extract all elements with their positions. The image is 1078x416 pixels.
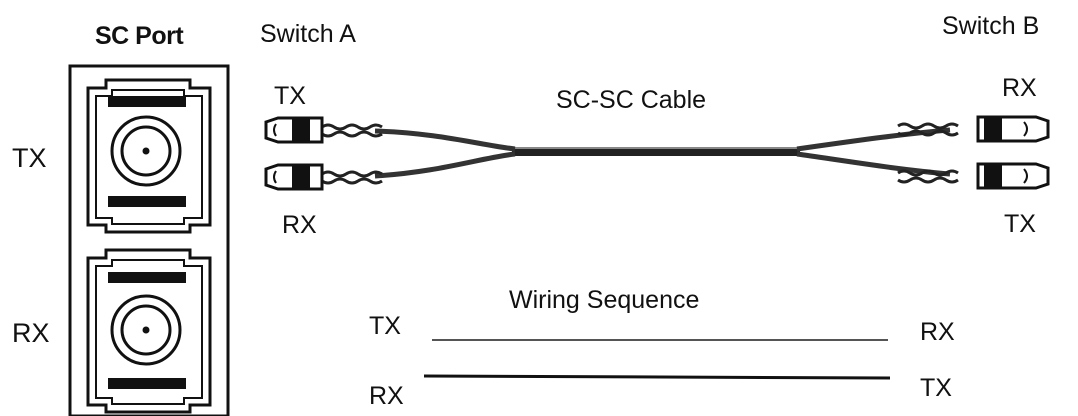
wiring-sequence-title: Wiring Sequence (509, 286, 700, 314)
wiring-line-rx-tx (423, 374, 891, 380)
sc-port-housing (68, 64, 230, 416)
sc-port-tx-label: TX (12, 143, 47, 173)
sc-port-rx-ferrule (108, 272, 186, 389)
switch-b-tx-label: TX (1004, 210, 1036, 238)
switch-b-rx-label: RX (1002, 74, 1037, 102)
switch-a-tx-label: TX (274, 82, 306, 110)
switch-a-rx-label: RX (282, 211, 317, 239)
sc-port-tx-ferrule (108, 96, 186, 207)
switch-a-title: Switch A (260, 20, 356, 48)
switch-b-title: Switch B (942, 12, 1040, 40)
sc-sc-cable (321, 122, 959, 185)
cable-label: SC-SC Cable (556, 86, 707, 114)
sc-port-rx-label: RX (12, 318, 50, 348)
wiring-left-top-label: TX (369, 312, 401, 340)
switch-a-connectors (264, 116, 324, 191)
wiring-right-top-label: RX (920, 318, 955, 346)
sc-port-title: SC Port (95, 22, 184, 50)
wiring-left-bottom-label: RX (369, 382, 404, 410)
switch-b-connectors (976, 115, 1050, 190)
wiring-right-bottom-label: TX (920, 374, 952, 402)
